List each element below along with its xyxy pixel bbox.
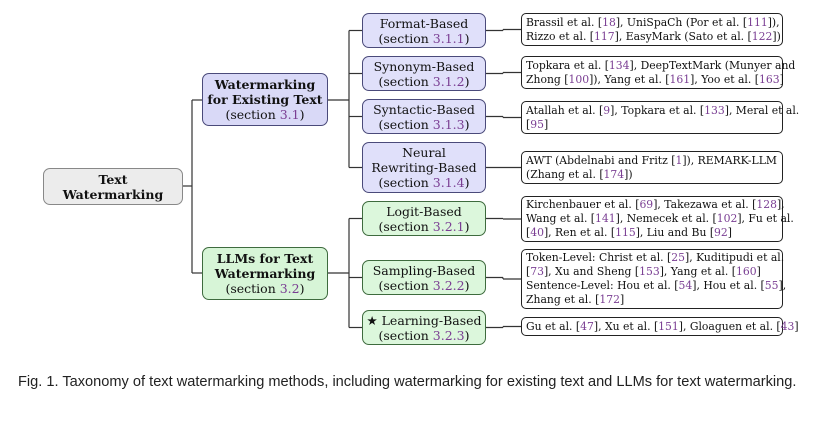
reference-box-sampling: Token-Level: Christ et al. [25], Kuditip…	[521, 249, 787, 309]
citation-link[interactable]: 151	[658, 319, 679, 333]
citation-link[interactable]: 54	[678, 279, 693, 292]
citation-link[interactable]: 100	[568, 72, 590, 86]
root-node-text-watermarking: Text Watermarking	[43, 168, 183, 205]
citation-link[interactable]: 134	[608, 58, 630, 72]
subcategory-node-learning: ★ Learning-Based(section 3.2.3)	[362, 310, 486, 345]
reference-line: Wang et al. [141], Nemecek et al. [102],…	[526, 212, 794, 225]
reference-box-synonym: Topkara et al. [134], DeepTextMark (Muny…	[521, 56, 796, 89]
citation-link[interactable]: 55	[764, 279, 779, 292]
root-title-line1: Text	[98, 171, 128, 187]
branch-llm-title-line1: LLMs for Text	[216, 251, 314, 266]
subcategory-node-format: Format-Based(section 3.1.1)	[362, 13, 486, 48]
citation-link[interactable]: 18	[602, 15, 616, 29]
citation-link[interactable]: 163	[758, 72, 780, 86]
reference-line: [73], Xu and Sheng [153], Yang et al. [1…	[526, 265, 761, 278]
citation-link[interactable]: 174	[603, 167, 625, 181]
reference-line: Zhang et al. [172]	[526, 293, 625, 306]
reference-line: Kirchenbauer et al. [69], Takezawa et al…	[526, 198, 785, 211]
subcategory-section-sampling: (section 3.2.2)	[378, 277, 470, 293]
subcategory-section-logit: (section 3.2.1)	[378, 218, 470, 234]
citation-link[interactable]: 172	[599, 293, 620, 306]
subcategory-title-synonym: Synonym-Based	[373, 58, 475, 74]
subcategory-section-syntactic: (section 3.1.3)	[378, 116, 470, 132]
citation-link[interactable]: 1	[675, 153, 683, 167]
citation-link[interactable]: 47	[580, 319, 594, 333]
reference-box-neural: AWT (Abdelnabi and Fritz [1]), REMARK-LL…	[521, 151, 783, 184]
branch-existing-title-line2: for Existing Text	[207, 92, 323, 107]
citation-link[interactable]: 128	[756, 198, 777, 211]
reference-line: Rizzo et al. [117], EasyMark (Sato et al…	[526, 29, 781, 43]
subcategory-title-neural: Rewriting-Based	[371, 160, 477, 175]
subcategory-node-syntactic: Syntactic-Based(section 3.1.3)	[362, 99, 486, 134]
reference-line: Sentence-Level: Hou et al. [54], Hou et …	[526, 279, 787, 292]
citation-link[interactable]: 40	[530, 226, 544, 239]
citation-link[interactable]: 161	[669, 72, 691, 86]
citation-link[interactable]: 141	[595, 212, 616, 225]
reference-line: AWT (Abdelnabi and Fritz [1]), REMARK-LL…	[526, 153, 777, 167]
reference-line: Gu et al. [47], Xu et al. [151], Gloague…	[526, 319, 799, 333]
subcategory-title-neural: Neural	[402, 145, 446, 160]
citation-link[interactable]: 160	[735, 265, 757, 278]
citation-link[interactable]: 122	[751, 29, 773, 43]
subcategory-section-neural: (section 3.1.4)	[378, 175, 470, 190]
reference-line: Token-Level: Christ et al. [25], Kuditip…	[526, 251, 785, 264]
branch-node-llm-watermarking: LLMs for Text Watermarking (section 3.2)	[202, 247, 328, 300]
subcategory-title-syntactic: Syntactic-Based	[373, 101, 475, 117]
citation-link[interactable]: 117	[594, 29, 615, 43]
root-title-line2: Watermarking	[62, 186, 164, 202]
citation-link[interactable]: 111	[747, 15, 768, 29]
figure-caption: Fig. 1. Taxonomy of text watermarking me…	[18, 374, 797, 390]
reference-line: (Zhang et al. [174])	[526, 167, 633, 181]
branch-llm-title-line2: Watermarking	[214, 266, 316, 281]
citation-link[interactable]: 43	[780, 319, 795, 333]
citation-link[interactable]: 133	[704, 103, 725, 117]
citation-link[interactable]: 102	[716, 212, 738, 225]
subcategory-section-format: (section 3.1.1)	[378, 30, 470, 46]
branch-node-existing-text: Watermarking for Existing Text (section …	[202, 73, 328, 126]
branch-existing-title-line1: Watermarking	[214, 77, 316, 92]
reference-box-syntactic: Atallah et al. [9], Topkara et al. [133]…	[521, 101, 800, 134]
subcategory-node-logit: Logit-Based(section 3.2.1)	[362, 201, 486, 236]
citation-link[interactable]: 115	[615, 226, 636, 239]
branch-existing-section: (section 3.1)	[225, 107, 305, 122]
subcategory-title-sampling: Sampling-Based	[372, 262, 476, 278]
subcategory-title-format: Format-Based	[379, 15, 469, 31]
citation-link[interactable]: 25	[671, 251, 685, 264]
citation-link[interactable]: 73	[530, 265, 544, 278]
subcategory-title-logit: Logit-Based	[386, 203, 462, 219]
subcategory-section-learning: (section 3.2.3)	[378, 327, 470, 343]
subcategory-node-sampling: Sampling-Based(section 3.2.2)	[362, 260, 486, 295]
reference-box-format: Brassil et al. [18], UniSpaCh (Por et al…	[521, 13, 783, 46]
citation-link[interactable]: 95	[530, 117, 544, 131]
reference-line: Atallah et al. [9], Topkara et al. [133]…	[526, 103, 800, 117]
reference-line: Topkara et al. [134], DeepTextMark (Muny…	[526, 58, 796, 72]
reference-line: [95]	[526, 117, 549, 131]
subcategory-title-learning: ★ Learning-Based	[366, 312, 482, 328]
reference-box-logit: Kirchenbauer et al. [69], Takezawa et al…	[521, 196, 794, 242]
reference-line: [40], Ren et al. [115], Liu and Bu [92]	[526, 226, 733, 239]
citation-link[interactable]: 9	[603, 103, 611, 117]
citation-link[interactable]: 153	[639, 265, 660, 278]
reference-line: Zhong [100]), Yang et al. [161], Yoo et …	[526, 72, 784, 86]
branch-llm-section: (section 3.2)	[225, 281, 305, 296]
reference-line: Brassil et al. [18], UniSpaCh (Por et al…	[526, 15, 780, 29]
citation-link[interactable]: 69	[639, 198, 654, 211]
subcategory-section-synonym: (section 3.1.2)	[378, 73, 470, 89]
citation-link[interactable]: 92	[714, 226, 728, 239]
reference-box-learning: Gu et al. [47], Xu et al. [151], Gloague…	[521, 317, 799, 336]
subcategory-node-synonym: Synonym-Based(section 3.1.2)	[362, 56, 486, 91]
